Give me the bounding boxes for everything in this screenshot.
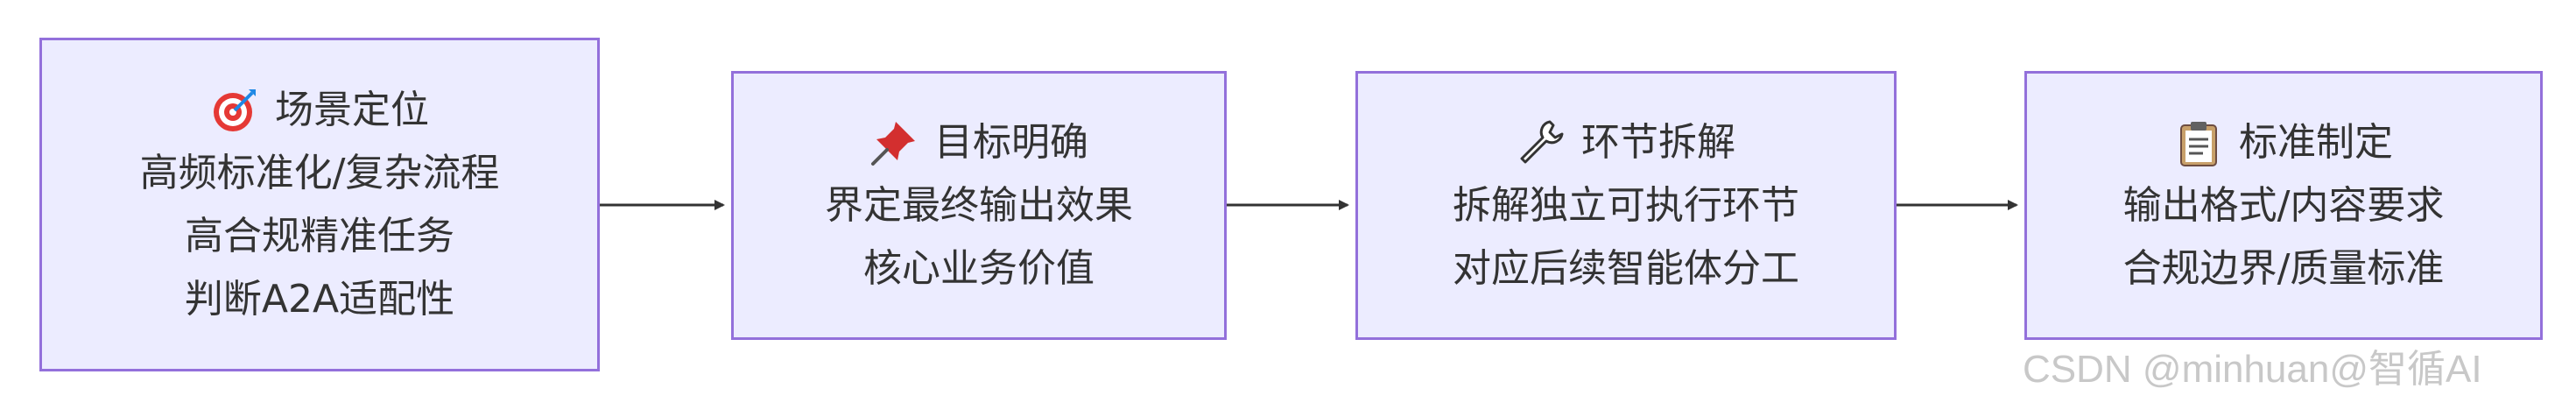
- pushpin-icon: [869, 118, 918, 167]
- node-title: 标准制定: [2239, 119, 2393, 165]
- node-title: 场景定位: [275, 87, 429, 132]
- node-standard-setting: 标准制定 输出格式/内容要求 合规边界/质量标准: [2024, 71, 2543, 340]
- node-line: 高频标准化/复杂流程: [139, 150, 500, 195]
- node-line: 对应后续智能体分工: [1453, 245, 1799, 291]
- watermark: CSDN @minhuan@智循AI: [2023, 348, 2482, 391]
- node-title: 目标明确: [934, 119, 1088, 165]
- node-line: 高合规精准任务: [185, 213, 454, 258]
- node-line: 拆解独立可执行环节: [1453, 182, 1799, 228]
- node-title: 环节拆解: [1581, 119, 1735, 165]
- wrench-icon: [1517, 118, 1566, 167]
- node-line: 判断A2A适配性: [184, 276, 455, 322]
- node-line: 输出格式/内容要求: [2122, 182, 2445, 228]
- clipboard-icon: [2174, 118, 2223, 167]
- target-icon: [210, 86, 259, 135]
- node-line: 核心业务价值: [863, 245, 1094, 291]
- node-goal-clarity: 目标明确 界定最终输出效果 核心业务价值: [731, 71, 1227, 340]
- node-line: 界定最终输出效果: [825, 182, 1133, 228]
- node-line: 合规边界/质量标准: [2122, 245, 2445, 291]
- node-scenario-positioning: 场景定位 高频标准化/复杂流程 高合规精准任务 判断A2A适配性: [39, 38, 600, 371]
- node-step-breakdown: 环节拆解 拆解独立可执行环节 对应后续智能体分工: [1355, 71, 1897, 340]
